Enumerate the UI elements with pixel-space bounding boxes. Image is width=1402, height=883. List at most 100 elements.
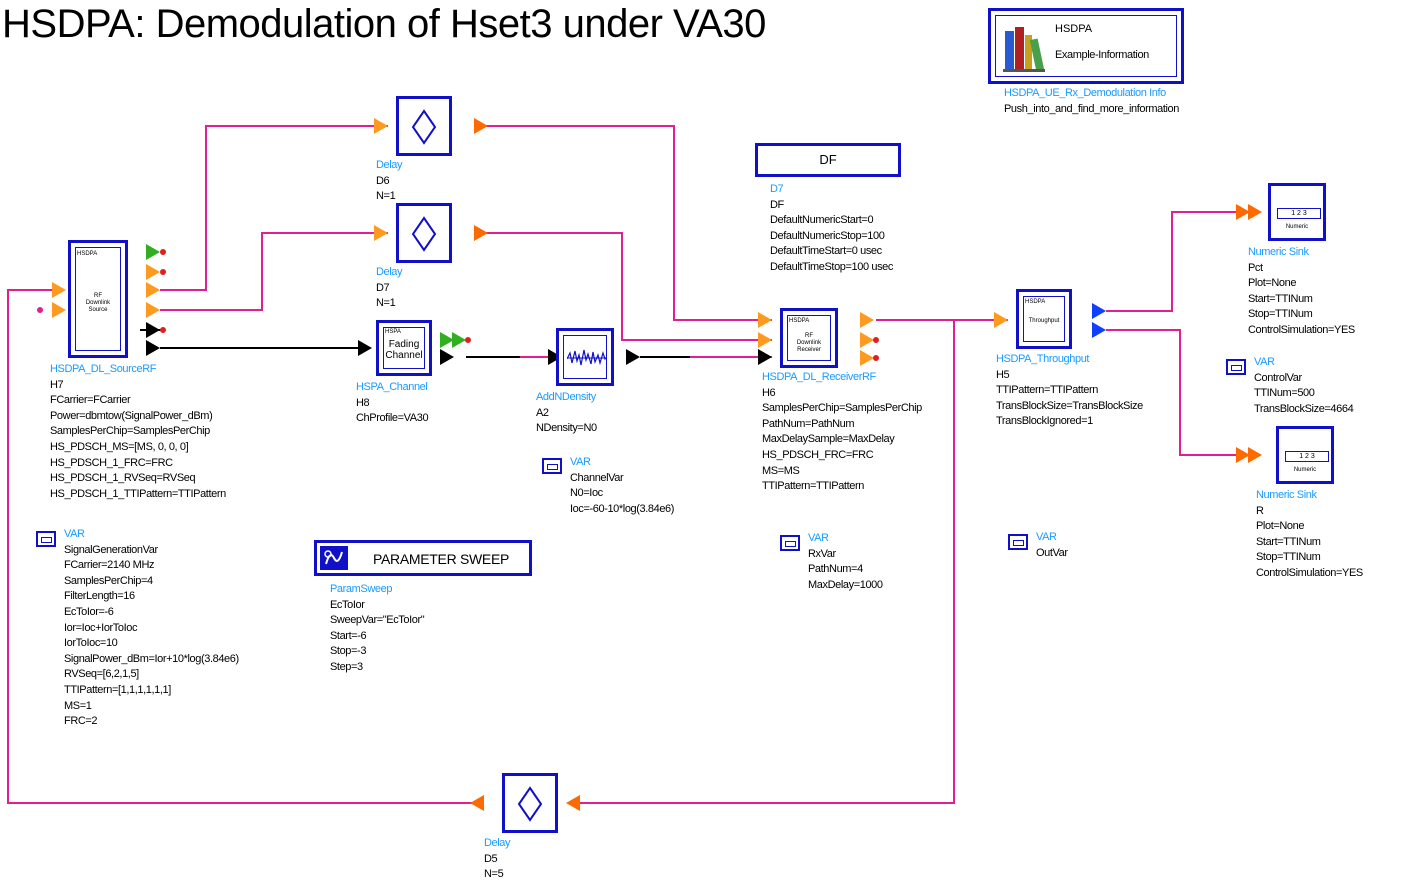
delay-d5-line: D5: [484, 852, 498, 865]
delay-d7-block[interactable]: [396, 203, 452, 263]
source-icon-text: RF Downlink Source: [77, 293, 119, 314]
var-control-name: VAR: [1254, 356, 1275, 368]
receiver-icon-top: HSDPA: [789, 318, 810, 324]
delay-d7-line: D7: [376, 281, 390, 294]
hspa-channel-block[interactable]: HSPA Fading Channel: [376, 320, 432, 376]
info-caption-line: HSDPA_UE_Rx_Demodulation Info: [1004, 87, 1166, 99]
hsdpa-throughput-block[interactable]: HSDPA Throughput: [1016, 289, 1072, 349]
source-line: HS_PDSCH_1_RVSeq=RVSeq: [50, 472, 196, 485]
var-channel-line: N0=Ioc: [570, 487, 603, 500]
source-line: HS_PDSCH_MS=[MS, 0, 0, 0]: [50, 440, 189, 453]
info-example-block[interactable]: HSDPA Example-Information: [988, 8, 1184, 84]
receiver-icon-text: RF Downlink Receiver: [788, 333, 830, 354]
channel-line: ChProfile=VA30: [356, 412, 429, 425]
numeric-sink-pct-block[interactable]: 1 2 3 Numeric: [1268, 183, 1326, 241]
delay-d5-caption: Delay D5 N=5: [484, 836, 511, 883]
source-icon-line: Downlink: [85, 300, 111, 306]
source-line: Power=dbmtow(SignalPower_dBm): [50, 409, 213, 422]
var-control-icon[interactable]: [1226, 359, 1246, 375]
param-sweep-caption: ParamSweep EcToIor SweepVar="EcToIor" St…: [330, 582, 425, 676]
sink-pct-line: Pct: [1248, 261, 1263, 274]
wire-delay-d5-to-source: [7, 289, 474, 804]
sink-pct-caption: Numeric Sink Pct Plot=None Start=TTINum …: [1248, 245, 1355, 339]
sink-pct-line: Plot=None: [1248, 277, 1297, 290]
source-line: SamplesPerChip=SamplesPerChip: [50, 425, 210, 438]
receiver-caption: HSDPA_DL_ReceiverRF H6 SamplesPerChip=Sa…: [762, 370, 922, 495]
numeric-sink-r-block[interactable]: 1 2 3 Numeric: [1276, 426, 1334, 484]
var-out-caption: VAR OutVar: [1036, 530, 1068, 561]
hsdpa-dl-source-block[interactable]: HSDPA RF Downlink Source: [68, 240, 128, 358]
source-icon-line: RF: [94, 293, 102, 299]
param-sweep-name: ParamSweep: [330, 583, 393, 595]
receiver-line: HS_PDSCH_FRC=FRC: [762, 448, 874, 461]
throughput-icon-mid: Throughput: [1028, 318, 1060, 324]
var-signal-name: VAR: [64, 528, 85, 540]
var-signal-line: FilterLength=16: [64, 590, 135, 603]
delay-d7-caption: Delay D7 N=1: [376, 265, 403, 312]
var-rx-line: RxVar: [808, 547, 836, 560]
throughput-icon-top: HSDPA: [1025, 299, 1046, 305]
var-out-icon[interactable]: [1008, 534, 1028, 550]
sink-r-line: R: [1256, 504, 1264, 517]
page-title: HSDPA: Demodulation of Hset3 under VA30: [2, 2, 766, 46]
noise-line: A2: [536, 406, 549, 419]
delay-d5-block[interactable]: [502, 773, 558, 833]
parameter-sweep-block[interactable]: PARAMETER SWEEP: [314, 540, 532, 576]
port-arrows: [37, 118, 1262, 811]
sink-r-line: ControlSimulation=YES: [1256, 566, 1363, 579]
df-controller-block[interactable]: DF: [755, 143, 901, 177]
wire-delay-d7-to-receiver: [484, 232, 772, 341]
var-out-name: VAR: [1036, 531, 1057, 543]
channel-icon-top: HSPA: [385, 329, 401, 335]
info-line1: HSDPA: [1055, 23, 1093, 35]
throughput-line: TransBlockSize=TransBlockSize: [996, 399, 1143, 412]
wire-delay-d6-to-receiver: [484, 125, 772, 321]
wire-throughput-to-sink-r: [1106, 329, 1250, 456]
books-icon: [1003, 27, 1045, 72]
delay-d6-block[interactable]: [396, 96, 452, 156]
hsdpa-dl-receiver-block[interactable]: HSDPA RF Downlink Receiver: [780, 308, 838, 368]
delay-d5-name: Delay: [484, 837, 511, 849]
var-channel-name: VAR: [570, 456, 591, 468]
var-rx-line: MaxDelay=1000: [808, 578, 883, 591]
wire-receiver-to-delay-d5: [580, 320, 955, 804]
info-line2: Example-Information: [1055, 49, 1149, 61]
diamond-icon: [411, 109, 437, 145]
wire-source-to-delay-d6: [160, 125, 388, 291]
param-sweep-line: Stop=-3: [330, 645, 367, 658]
param-sweep-line: Start=-6: [330, 629, 367, 642]
var-signal-icon[interactable]: [36, 531, 56, 547]
delay-d7-line: N=1: [376, 297, 396, 310]
add-n-density-block[interactable]: [556, 328, 614, 386]
sink-pct-line: ControlSimulation=YES: [1248, 323, 1355, 336]
var-signal-line: SamplesPerChip=4: [64, 574, 153, 587]
throughput-caption: HSDPA_Throughput H5 TTIPattern=TTIPatter…: [996, 352, 1143, 430]
noise-name: AddNDensity: [536, 391, 596, 403]
source-icon-line: Source: [88, 307, 108, 313]
source-line: H7: [50, 378, 64, 391]
channel-caption: HSPA_Channel H8 ChProfile=VA30: [356, 380, 429, 427]
var-out-line: OutVar: [1036, 546, 1068, 559]
receiver-icon-line: RF: [805, 333, 813, 339]
channel-icon-line: Channel: [385, 350, 423, 361]
var-signal-line: MS=1: [64, 699, 92, 712]
var-rx-caption: VAR RxVar PathNum=4 MaxDelay=1000: [808, 531, 883, 593]
throughput-line: H5: [996, 368, 1010, 381]
var-control-caption: VAR ControlVar TTINum=500 TransBlockSize…: [1254, 355, 1354, 417]
delay-d6-name: Delay: [376, 159, 403, 171]
var-signal-line: SignalPower_dBm=Ior+10*log(3.84e6): [64, 652, 239, 665]
receiver-icon-line: Downlink: [796, 340, 822, 346]
noise-waveform-icon: [567, 349, 607, 366]
var-channel-icon[interactable]: [542, 458, 562, 474]
sink-pct-label: Numeric: [1285, 224, 1309, 230]
df-label: DF: [819, 152, 837, 167]
receiver-name: HSDPA_DL_ReceiverRF: [762, 371, 876, 383]
var-rx-icon[interactable]: [780, 535, 800, 551]
sink-pct-name: Numeric Sink: [1248, 246, 1309, 258]
channel-icon-text: Fading Channel: [383, 339, 425, 361]
df-caption-line: DefaultTimeStop=100 usec: [770, 260, 893, 273]
receiver-line: MS=MS: [762, 464, 800, 477]
throughput-name: HSDPA_Throughput: [996, 353, 1090, 365]
delay-d6-line: D6: [376, 174, 390, 187]
